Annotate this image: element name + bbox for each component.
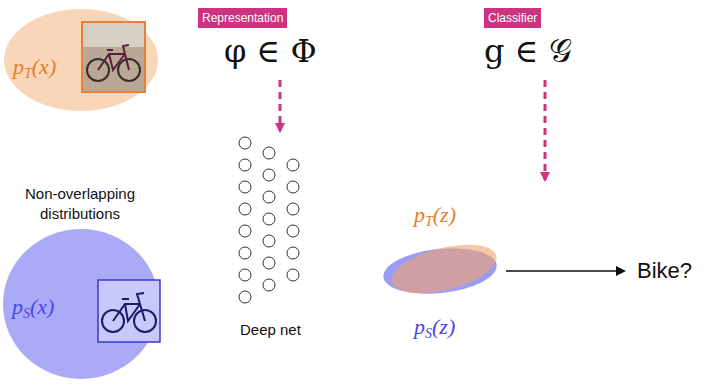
neuron: [239, 203, 251, 215]
classifier-badge: Classifier: [484, 8, 541, 28]
neuron: [239, 225, 251, 237]
neuron: [263, 191, 275, 203]
photo-wall: [83, 23, 144, 47]
node-label: Deep net: [240, 321, 301, 338]
bike-drawing-frame: [98, 280, 160, 342]
neuron: [287, 247, 299, 259]
neuron: [263, 257, 275, 269]
diagram-node: pT(x): [3, 8, 159, 112]
neuron: [239, 291, 251, 303]
node-shape: [233, 133, 313, 345]
bike-photo: [82, 22, 145, 92]
distribution-label: pS(z): [414, 314, 455, 347]
bike-frame: [113, 293, 145, 321]
neuron: [263, 169, 275, 181]
dashed-connector: [279, 80, 282, 131]
bike-frame: [98, 45, 129, 70]
node-shape: [2, 228, 162, 380]
diagram-node: Classifier g ∈ 𝒢: [484, 8, 584, 76]
diagram-node: Deep net: [233, 133, 313, 345]
distribution-label: pS(x): [12, 294, 54, 327]
neuron: [287, 269, 299, 281]
neuron: [263, 279, 275, 291]
diagram-node: pS(x): [2, 228, 162, 380]
math-formula: g ∈ 𝒢: [484, 32, 572, 70]
neuron: [239, 269, 251, 281]
target-latent-ellipse: [387, 236, 502, 303]
distribution-label: pT(z): [414, 202, 456, 235]
neuron: [287, 225, 299, 237]
representation-badge: Representation: [198, 8, 287, 28]
neuron: [263, 147, 275, 159]
neuron: [287, 181, 299, 193]
distribution-ellipse: [4, 9, 158, 111]
classifier-arrow: [544, 80, 547, 180]
caption-note: Non-overlapping distributions: [5, 184, 155, 223]
node-shape: [3, 8, 159, 112]
diagram-node: pT(z) pS(z): [380, 200, 504, 347]
neuron: [263, 235, 275, 247]
neuron: [287, 203, 299, 215]
neuron: [239, 137, 251, 149]
neuron: [263, 213, 275, 225]
diagram-node: Representation φ ∈ Φ: [198, 8, 333, 76]
output-label: Bike?: [637, 257, 692, 286]
neuron: [239, 181, 251, 193]
math-formula: φ ∈ Φ: [224, 32, 317, 70]
neuron: [239, 159, 251, 171]
neuron: [287, 159, 299, 171]
output-arrow: [506, 270, 624, 272]
neuron: [239, 247, 251, 259]
distribution-ellipse: [3, 229, 159, 379]
distribution-label: pT(x): [13, 54, 56, 87]
